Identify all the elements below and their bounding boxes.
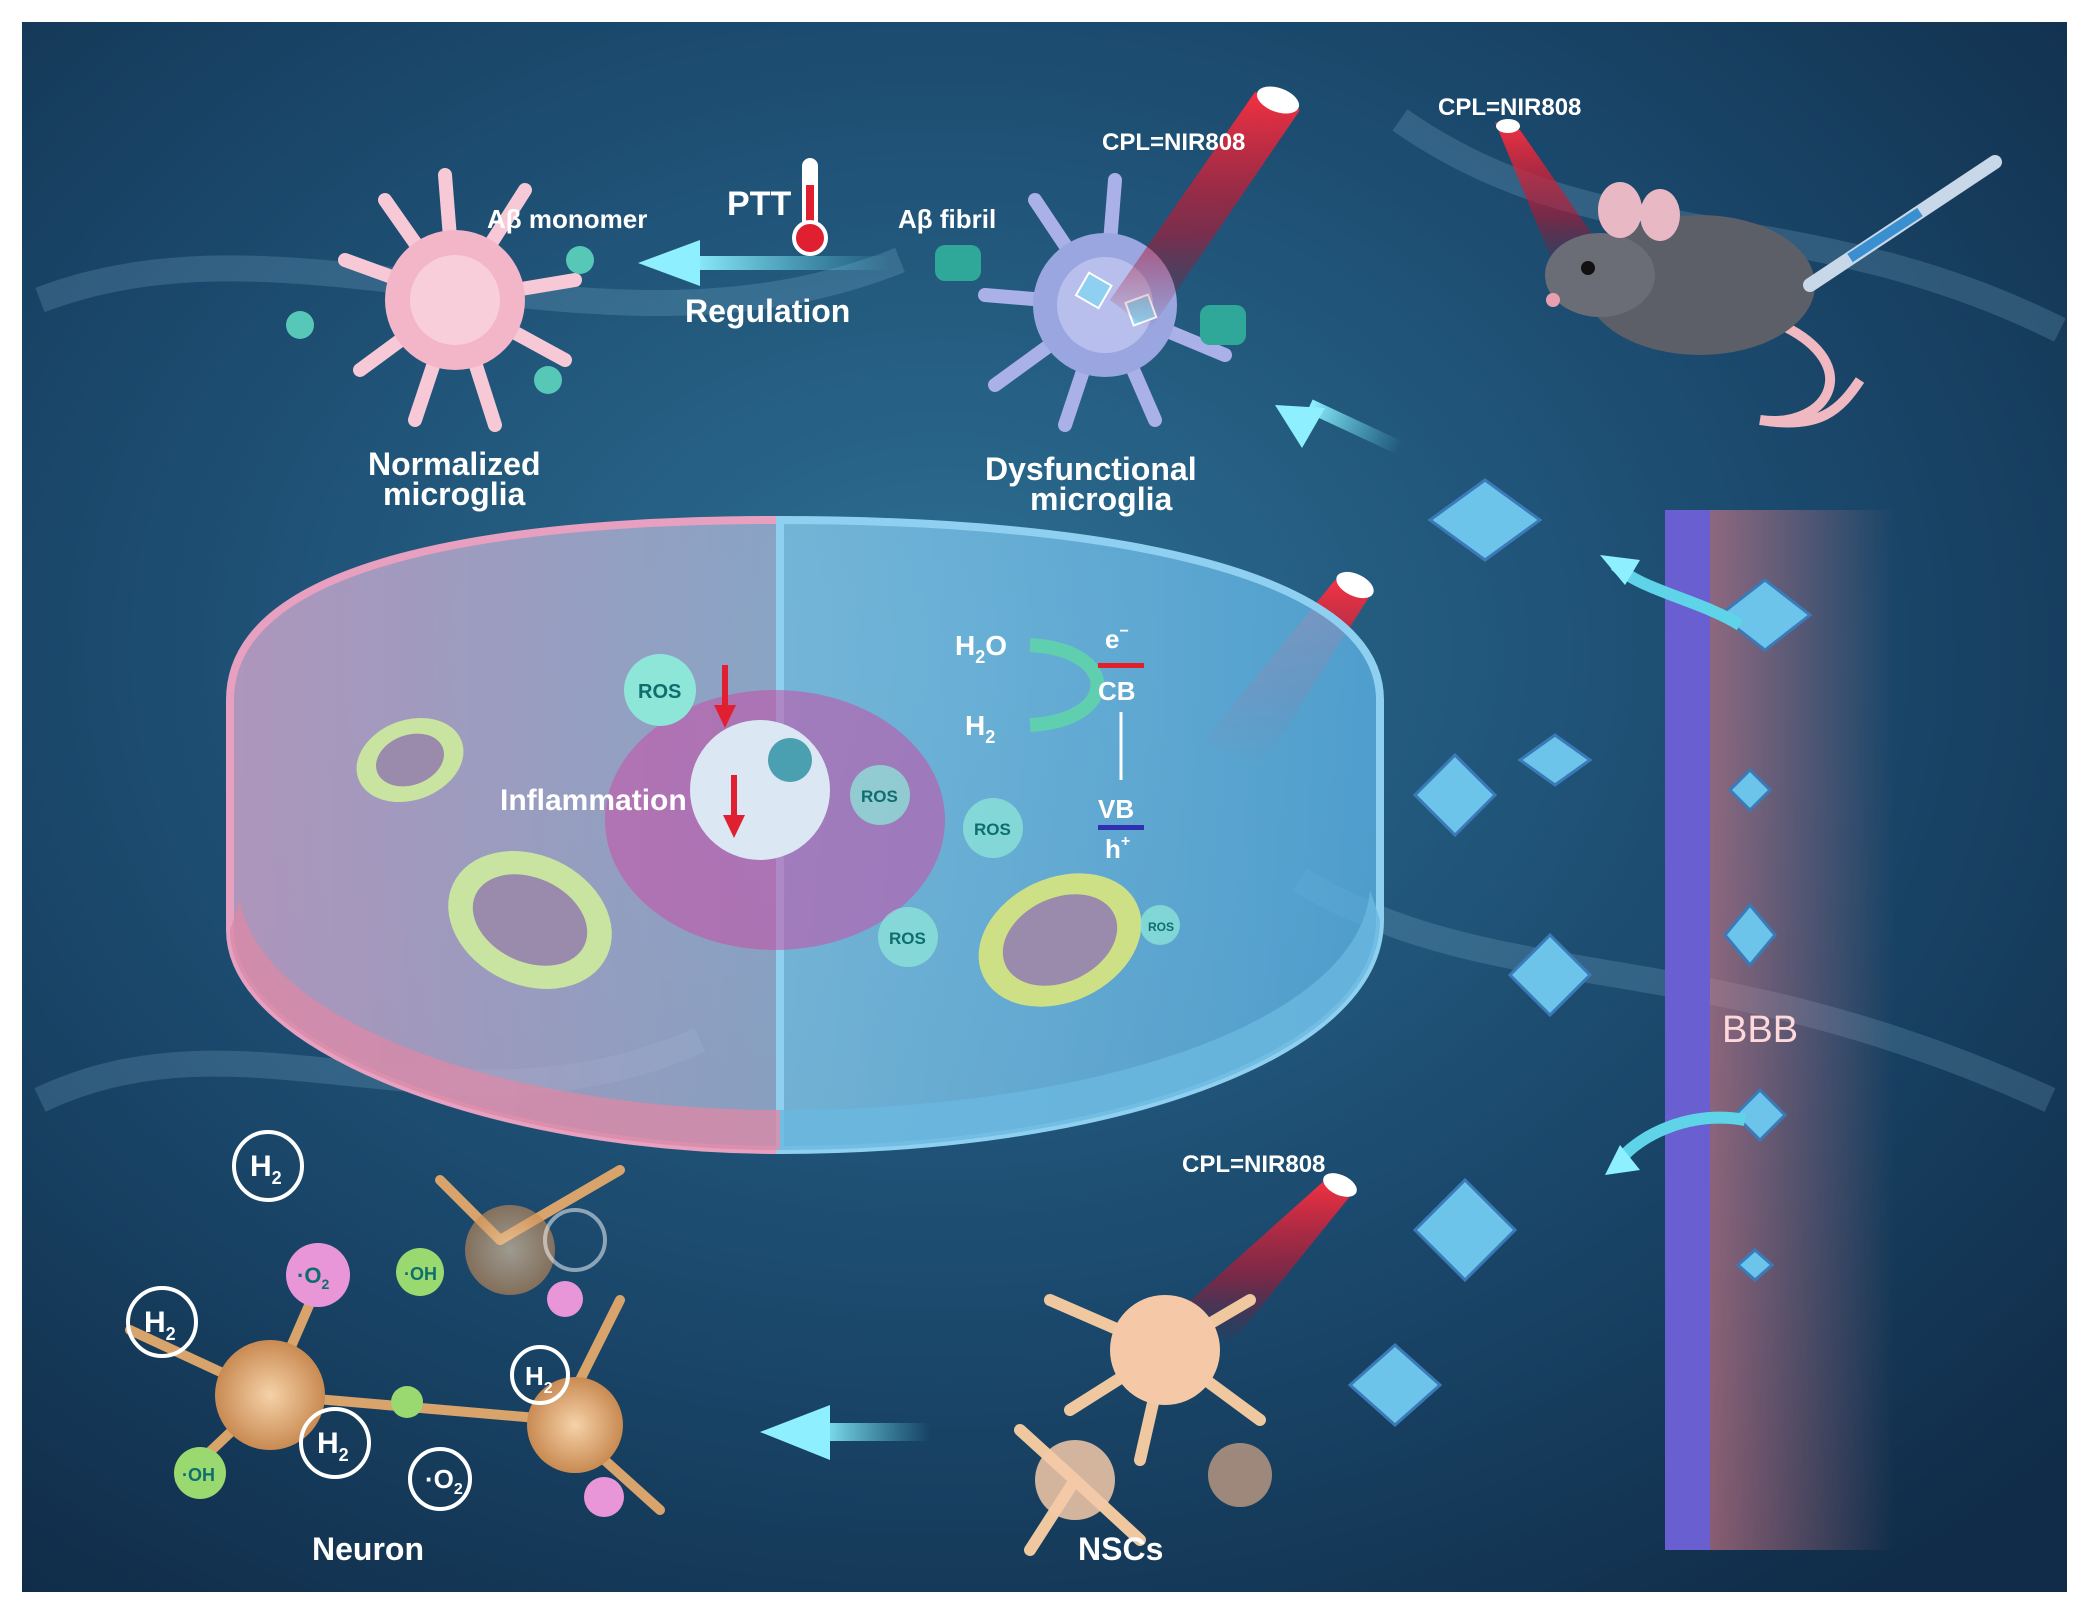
thermometer-icon	[792, 158, 828, 256]
h2-bubble-label-3: H2	[317, 1427, 349, 1465]
cb-line	[1098, 663, 1144, 668]
abeta-fibrils	[935, 245, 1246, 345]
nscs-label: NSCs	[1078, 1531, 1163, 1567]
cb-label: CB	[1098, 676, 1136, 706]
h2-label: H2	[965, 710, 995, 747]
oh-label-2: ·OH	[182, 1465, 215, 1485]
normalized-microglia	[338, 168, 582, 432]
ros-bubbles	[624, 654, 1180, 967]
ros-label-2: ROS	[861, 787, 898, 806]
arrow-to-microglia	[1275, 399, 1404, 455]
nscs	[1014, 1294, 1272, 1556]
cpl-mouse-label: CPL=NIR808	[1438, 94, 1581, 121]
dysfunctional-label-1: Dysfunctional	[985, 451, 1197, 487]
bbb-cross-arrowhead-top	[1600, 555, 1640, 585]
vb-label: VB	[1098, 794, 1134, 824]
cpl-bottom-label: CPL=NIR808	[1182, 1151, 1325, 1178]
regulation-arrow	[638, 240, 890, 286]
h2-bubble-label-2: H2	[144, 1306, 176, 1344]
vb-line	[1098, 825, 1144, 830]
down-arrows	[714, 665, 745, 838]
cpl-top-label: CPL=NIR808	[1102, 129, 1245, 156]
neuron-label: Neuron	[312, 1531, 424, 1567]
bbb-label: BBB	[1722, 1009, 1798, 1051]
bbb-wall	[1665, 510, 1710, 1550]
oh-label-1: ·OH	[404, 1264, 437, 1284]
electron-label: e−	[1105, 623, 1129, 654]
normalized-label-1: Normalized	[368, 446, 540, 482]
neuron	[125, 1165, 665, 1515]
cell-dish	[226, 515, 1384, 1155]
syringe-icon	[1803, 155, 2002, 292]
h2-bubbles	[126, 1130, 607, 1511]
mouse	[1545, 182, 1865, 428]
h2o-label: H2O	[955, 630, 1007, 667]
abeta-monomer-label: Aβ monomer	[487, 204, 647, 234]
bbb-cross-arrow-bottom	[1615, 1111, 1747, 1164]
ros-label-5: ROS	[1148, 920, 1174, 934]
superoxide-radicals	[286, 1243, 624, 1517]
ros-label-3: ROS	[974, 820, 1011, 839]
ros-label-4: ROS	[889, 929, 926, 948]
hole-label: h+	[1105, 833, 1130, 864]
laser-bottom	[1180, 1173, 1357, 1345]
laser-top	[1110, 86, 1300, 330]
bbb-cross-arrowhead-bottom	[1605, 1145, 1640, 1175]
catalysis-arrow	[1029, 638, 1105, 732]
ros-label-1: ROS	[638, 681, 681, 703]
h2-bubble-label-1: H2	[250, 1150, 282, 1188]
dysfunctional-label-2: microglia	[1030, 481, 1172, 517]
o2-label-1: ·O2	[297, 1263, 329, 1292]
ptt-label: PTT	[727, 185, 791, 223]
oh-radicals	[174, 1248, 444, 1499]
nanoparticles	[1347, 478, 1813, 1428]
regulation-label: Regulation	[685, 293, 850, 329]
h2-bubble-label-4: H2	[525, 1361, 553, 1397]
arrow-to-neuron	[760, 1405, 930, 1460]
abeta-monomers	[286, 246, 594, 394]
normalized-label-2: microglia	[383, 476, 525, 512]
o2-bubble-label: ·O2	[425, 1464, 463, 1498]
inflammation-label: Inflammation	[500, 784, 687, 817]
abeta-fibril-label: Aβ fibril	[898, 204, 996, 234]
